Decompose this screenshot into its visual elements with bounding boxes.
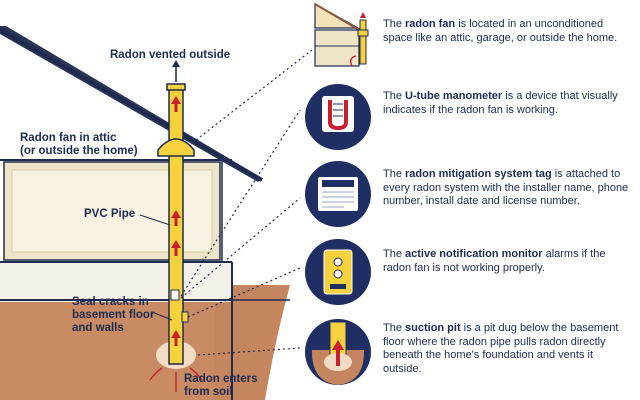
notification-monitor-icon [305, 239, 371, 305]
callout-suction-pit: The suction pit is a pit dug below the b… [383, 322, 619, 375]
callout-system-tag: The radon mitigation system tag is attac… [383, 168, 629, 207]
label-fan-attic-2: (or outside the home) [20, 145, 138, 157]
label-radon-vented: Radon vented outside [110, 49, 231, 61]
label-seal-3: and walls [72, 322, 124, 334]
callout-notification-monitor: The active notification monitor alarms i… [383, 248, 606, 274]
callout-connectors [180, 49, 313, 356]
callout-manometer: The U-tube manometer is a device that vi… [383, 90, 618, 116]
basement-wall [0, 262, 232, 302]
callout-radon-fan: The radon fan is located in an unconditi… [383, 18, 618, 44]
radon-fan [157, 138, 195, 157]
house-fan-icon [313, 2, 370, 70]
label-seal-1: Seal cracks in [72, 296, 149, 308]
system-tag-icon [305, 161, 371, 227]
label-enters-1: Radon enters [184, 373, 258, 385]
label-enters-2: from soil [184, 386, 233, 398]
airflow-arrows [171, 96, 181, 346]
manometer-icon [305, 84, 371, 150]
radon-entry-arrows [149, 367, 203, 392]
label-pvc-pipe: PVC Pipe [84, 208, 136, 220]
label-seal-2: basement floor [72, 309, 155, 321]
suction-pit-icon [305, 319, 371, 385]
label-fan-attic-1: Radon fan in attic [20, 132, 117, 144]
